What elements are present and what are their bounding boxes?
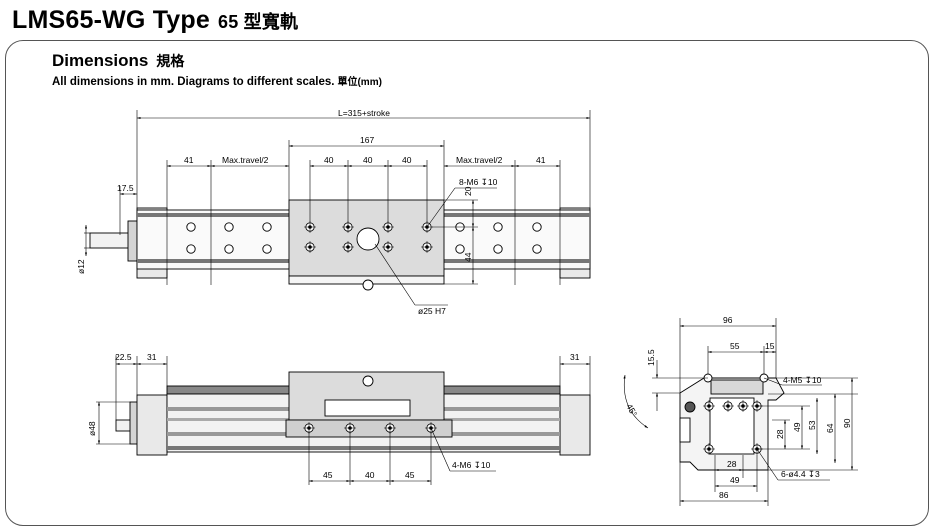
rail-hole: [493, 244, 503, 254]
units-note-cn: 單位(mm): [337, 77, 382, 88]
side-view: 96 55 15 15.5 45° 4-M5 ↧10 28 49 53 64 9…: [623, 315, 858, 506]
dim-20: 20: [463, 186, 473, 196]
dim-28-v: 28: [775, 429, 785, 439]
dim-17-5: 17.5: [117, 183, 134, 193]
rail-groove-d: [167, 446, 560, 450]
label-4-m6: 4-M6 ↧10: [452, 460, 491, 470]
section-title-cn: 規格: [156, 53, 185, 69]
dim-31-left: 31: [147, 352, 157, 362]
dim-41-left: 41: [184, 155, 194, 165]
dim-phi12: ø12: [76, 259, 86, 274]
label-6-phi4-4: 6-ø4.4 ↧3: [781, 469, 820, 479]
dim-31-right: 31: [570, 352, 580, 362]
label-4-m5: 4-M5 ↧10: [783, 375, 822, 385]
dim-maxtravel-right: Max.travel/2: [456, 155, 503, 165]
dim-40-b: 40: [363, 155, 373, 165]
center-bore: [356, 227, 380, 251]
dim-40-a: 40: [324, 155, 334, 165]
units-note-en: All dimensions in mm. Diagrams to differ…: [52, 76, 335, 88]
rail-hole: [532, 244, 542, 254]
page-title: LMS65-WG Type 65 型寬軌: [12, 6, 298, 35]
end-block-left: [136, 394, 168, 456]
dim-86: 86: [719, 490, 729, 500]
rail-hole: [262, 222, 272, 232]
dim-55: 55: [730, 341, 740, 351]
dim-28-h: 28: [727, 459, 737, 469]
dim-45-a: 45: [323, 470, 333, 480]
rail-hole: [493, 222, 503, 232]
carriage-cutout: [324, 399, 411, 417]
dim-15-5: 15.5: [646, 349, 656, 366]
dim-64: 64: [825, 423, 835, 433]
dim-maxtravel-left: Max.travel/2: [222, 155, 269, 165]
dim-45-b: 45: [405, 470, 415, 480]
carriage-front-hole: [362, 375, 374, 387]
dim-167: 167: [360, 135, 374, 145]
dim-49-h: 49: [730, 475, 740, 485]
model-title: LMS65-WG Type: [12, 6, 210, 34]
section-title-en: Dimensions: [52, 51, 149, 70]
motor-flange: [127, 220, 138, 262]
side-carriage: [710, 379, 764, 395]
section-title: Dimensions 規格: [52, 51, 184, 71]
dim-49-v: 49: [792, 422, 802, 432]
dim-40-c: 40: [402, 155, 412, 165]
carriage-plate: [285, 419, 453, 438]
rail-hole: [186, 222, 196, 232]
side-motor-screw: [684, 401, 696, 413]
dim-90: 90: [842, 418, 852, 428]
dim-96: 96: [723, 315, 733, 325]
label-8-m6: 8-M6 ↧10: [459, 177, 498, 187]
dim-44: 44: [463, 252, 473, 262]
front-view: 22.5 31 31 ø48 45 40 45 4-M6 ↧10: [87, 352, 591, 485]
carriage-side-hole: [362, 279, 374, 291]
rail-hole: [186, 244, 196, 254]
rail-hole: [224, 244, 234, 254]
motor-shaft: [89, 232, 131, 249]
dim-41-right: 41: [536, 155, 546, 165]
end-block-right: [559, 394, 591, 456]
rail-hole: [455, 244, 465, 254]
dim-length: L=315+stroke: [338, 108, 390, 118]
units-note: All dimensions in mm. Diagrams to differ…: [52, 73, 382, 88]
top-view: L=315+stroke 167 41 Max.travel/2 40 40 4…: [76, 108, 591, 316]
rail-hole: [262, 244, 272, 254]
dim-angle-45: 45°: [624, 402, 639, 418]
dim-40-front: 40: [365, 470, 375, 480]
side-step: [679, 417, 691, 443]
dim-22-5: 22.5: [115, 352, 132, 362]
rail-hole: [532, 222, 542, 232]
dim-phi48: ø48: [87, 421, 97, 436]
model-title-cn: 65 型寬軌: [218, 12, 299, 32]
rail-hole: [224, 222, 234, 232]
dimensions-panel: [5, 40, 929, 526]
dim-15: 15: [765, 341, 775, 351]
label-phi25: ø25 H7: [418, 306, 446, 316]
dim-53: 53: [807, 420, 817, 430]
